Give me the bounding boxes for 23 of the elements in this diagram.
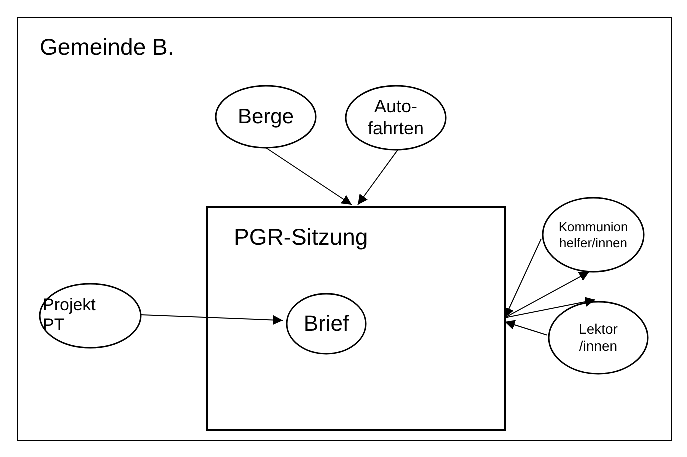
frame-box (17, 17, 672, 441)
node-label: Berge (236, 104, 296, 130)
node-label: Lektor /innen (578, 321, 619, 355)
arrow (504, 320, 548, 336)
node-label: Auto- fahrten (366, 96, 426, 140)
node-label: Brief (302, 310, 350, 338)
group-ellipse (548, 301, 649, 375)
meeting-box (206, 206, 506, 431)
arrow (358, 149, 399, 206)
arrow (266, 148, 352, 206)
arrow (504, 271, 590, 318)
arrow (504, 297, 596, 318)
topic-ellipse (39, 283, 142, 349)
heading-label: PGR-Sitzung (234, 224, 370, 252)
node-label: Projekt PT (43, 296, 97, 336)
heading-label: Gemeinde B. (40, 34, 176, 62)
arrow (140, 314, 284, 326)
arrow (504, 238, 542, 318)
topic-ellipse (345, 85, 447, 151)
group-ellipse (542, 197, 645, 273)
topic-ellipse (286, 293, 367, 355)
node-label: Kommunion helfer/innen (558, 219, 630, 251)
topic-ellipse (215, 85, 317, 149)
